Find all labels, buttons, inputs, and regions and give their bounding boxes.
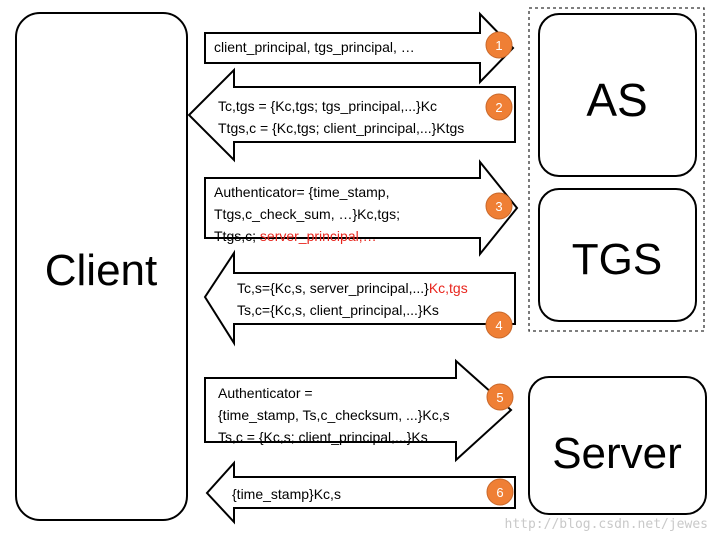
message-1-line-1: client_principal, tgs_principal, … [214, 39, 415, 55]
message-2-line-2: Ttgs,c = {Kc,tgs; client_principal,...}K… [218, 120, 464, 136]
step-1-number: 1 [495, 38, 502, 53]
message-3-highlight: server_principal,… [260, 228, 377, 244]
step-5-badge [486, 383, 514, 411]
message-4-line-2: Ts,c={Kc,s, client_principal,...}Ks [237, 302, 439, 318]
message-4-highlight: Kc,tgs [429, 280, 468, 296]
server-node: Server [528, 376, 707, 515]
tgs-node: TGS [538, 188, 697, 322]
as-node: AS [538, 13, 697, 177]
message-5-arrow: Authenticator = {time_stamp, Ts,c_checks… [204, 358, 514, 463]
message-5-line-2: {time_stamp, Ts,c_checksum, ...}Kc,s [218, 407, 450, 423]
server-label: Server [552, 429, 682, 478]
client-label: Client [45, 246, 158, 295]
message-4-line-1: Tc,s={Kc,s, server_principal,...}Kc,tgs [237, 280, 468, 296]
step-6-number: 6 [496, 485, 503, 500]
step-1-badge [485, 31, 513, 59]
message-2-arrow: Tc,tgs = {Kc,tgs; tgs_principal,...}Kc T… [187, 67, 516, 163]
message-3-line-3: Ttgs,c; server_principal,… [214, 228, 377, 244]
kdc-boundary [528, 7, 705, 332]
step-2-number: 2 [495, 100, 502, 115]
message-5-line-1: Authenticator = [218, 385, 313, 401]
step-4-number: 4 [495, 318, 502, 333]
step-2-badge [485, 93, 513, 121]
step-3-number: 3 [495, 199, 502, 214]
message-3-line-1: Authenticator= {time_stamp, [214, 184, 390, 200]
message-1-arrow: client_principal, tgs_principal, … 1 [204, 11, 515, 85]
message-3-arrow: Authenticator= {time_stamp, Ttgs,c_check… [204, 159, 519, 257]
tgs-label: TGS [572, 235, 662, 284]
step-6-badge [486, 478, 514, 506]
step-5-number: 5 [496, 390, 503, 405]
step-4-badge [485, 311, 513, 339]
watermark: http://blog.csdn.net/jewes [505, 517, 709, 532]
message-4-arrow: Tc,s={Kc,s, server_principal,...}Kc,tgs … [203, 249, 516, 347]
message-6-arrow: {time_stamp}Kc,s 6 [205, 460, 516, 525]
client-node: Client [15, 12, 188, 521]
message-3-line-2: Ttgs,c_check_sum, …}Kc,tgs; [214, 206, 400, 222]
step-3-badge [485, 192, 513, 220]
as-label: AS [586, 74, 647, 126]
message-6-line-1: {time_stamp}Kc,s [232, 486, 341, 502]
message-2-line-1: Tc,tgs = {Kc,tgs; tgs_principal,...}Kc [218, 98, 437, 114]
message-5-line-3: Ts,c = {Kc,s; client_principal,...}Ks [218, 429, 428, 445]
